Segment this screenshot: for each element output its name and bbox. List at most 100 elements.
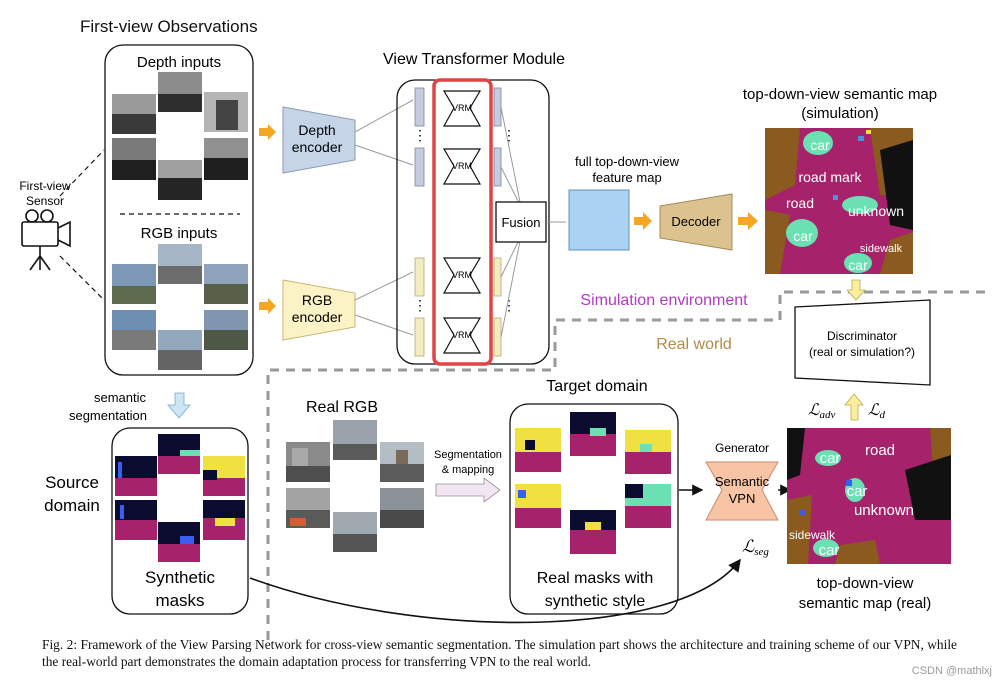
real-map-label-car-3: car — [819, 542, 840, 559]
seg-mapping-label-2: & mapping — [442, 464, 495, 476]
first-view-title: First-view Observations — [80, 17, 258, 36]
arrow-decoder-to-map — [738, 212, 758, 230]
target-domain-panel — [509, 403, 679, 615]
sensor-label-line2: Sensor — [26, 194, 64, 208]
source-domain-label-2: domain — [44, 496, 100, 515]
decoder — [659, 193, 733, 251]
sim-map-label-sidewalk: sidewalk — [860, 243, 903, 255]
depth-encoder-line1: Depth — [298, 122, 335, 138]
semantic-seg-label-2: segmentation — [69, 408, 147, 423]
vrm-label-4: VRM — [452, 330, 472, 340]
discriminator — [794, 299, 931, 386]
synthetic-mask-images — [115, 434, 245, 562]
real-masks-line1: Real masks with — [537, 570, 653, 587]
arrow-feature-to-decoder — [634, 212, 652, 230]
arrow-rgb-to-encoder — [259, 298, 276, 314]
generator-label: Generator — [715, 441, 769, 455]
sim-map-label-car-3: car — [848, 257, 868, 273]
vtm-input-features-rgb — [414, 257, 425, 357]
real-mask-images — [515, 412, 671, 554]
synthetic-masks-line2: masks — [155, 591, 204, 610]
real-map-title-2: semantic map (real) — [799, 595, 932, 612]
sensor-ray-bottom — [59, 255, 105, 301]
feature-map — [568, 189, 630, 251]
sim-map-label-road-mark: road mark — [798, 169, 862, 185]
sim-env-label: Simulation environment — [580, 292, 748, 309]
semantic-vpn — [705, 461, 779, 521]
semantic-vpn-line1: Semantic — [715, 474, 770, 489]
sim-map-title-1: top-down-view semantic map — [743, 86, 937, 103]
rgb-inputs-label: RGB inputs — [141, 225, 218, 242]
depth-images — [112, 72, 248, 200]
sim-map-label-car-2: car — [793, 228, 813, 244]
rgb-encoder-line2: encoder — [292, 309, 343, 325]
sim-map-label-road: road — [786, 195, 814, 211]
loss-seg: ℒseg — [742, 537, 769, 558]
depth-encoder-line2: encoder — [292, 139, 343, 155]
real-semantic-map — [787, 428, 951, 564]
synthetic-to-generator-arrow — [249, 558, 741, 624]
real-world-label: Real world — [656, 336, 732, 353]
sim-semantic-map — [765, 128, 913, 274]
camera-icon — [21, 209, 71, 271]
discriminator-line1: Discriminator — [827, 329, 897, 343]
watermark: CSDN @mathlxj — [911, 665, 992, 677]
loss-adv: ℒadv — [808, 402, 836, 421]
feature-map-label-2: feature map — [592, 170, 661, 185]
rgb-images — [112, 244, 248, 370]
figure-caption: Fig. 2: Framework of the View Parsing Ne… — [42, 637, 957, 669]
sim-map-label-unknown: unknown — [848, 203, 904, 219]
source-domain-panel — [111, 427, 249, 615]
synthetic-masks-line1: Synthetic — [145, 568, 215, 587]
semantic-vpn-line2: VPN — [729, 491, 756, 506]
arrow-depth-to-encoder — [259, 124, 276, 140]
arrow-semantic-seg — [167, 392, 191, 419]
vrm-label-1: VRM — [452, 103, 472, 113]
sensor-ray-top — [59, 149, 105, 197]
real-map-label-sidewalk: sidewalk — [789, 528, 836, 542]
real-map-label-car-1: car — [820, 450, 841, 467]
first-view-panel — [104, 44, 254, 376]
real-rgb-label: Real RGB — [306, 399, 378, 416]
semantic-seg-label-1: semantic — [94, 390, 147, 405]
fusion-label: Fusion — [501, 215, 540, 230]
real-map-label-unknown: unknown — [854, 502, 914, 519]
vtm-input-features — [414, 87, 425, 187]
rgb-encoder-line1: RGB — [302, 292, 332, 308]
vtm-title: View Transformer Module — [383, 51, 565, 68]
vtm-out-dots-top: ⋮ — [502, 127, 516, 143]
vrm-label-3: VRM — [452, 270, 472, 280]
vtm-dots-bottom: ⋮ — [413, 297, 427, 313]
rgb-encoder — [282, 279, 356, 341]
sim-map-title-2: (simulation) — [801, 105, 879, 122]
sensor-label-line1: First-view — [19, 179, 71, 193]
real-map-label-road: road — [865, 442, 895, 459]
source-domain-label-1: Source — [45, 473, 99, 492]
depth-encoder — [282, 106, 356, 174]
vrm-blocks — [442, 90, 482, 354]
vrm-highlight — [432, 78, 493, 366]
vtm-output-features-rgb — [493, 257, 502, 357]
encoder-connectors — [354, 99, 414, 336]
fusion-box — [495, 201, 547, 243]
real-map-label-car-2: car — [847, 483, 868, 500]
vrm-label-2: VRM — [452, 161, 472, 171]
real-rgb-images — [286, 420, 424, 552]
real-masks-line2: synthetic style — [545, 593, 646, 610]
target-domain-label: Target domain — [546, 378, 647, 395]
depth-inputs-label: Depth inputs — [137, 54, 221, 71]
discriminator-line2: (real or simulation?) — [809, 345, 915, 359]
vtm-output-features — [493, 87, 502, 187]
loss-d: ℒd — [868, 402, 886, 421]
vtm-out-dots-bottom: ⋮ — [502, 297, 516, 313]
sim-map-label-car-1: car — [810, 137, 830, 153]
arrow-real-to-discriminator — [844, 393, 864, 421]
arrow-seg-mapping — [435, 477, 501, 503]
seg-mapping-label-1: Segmentation — [434, 449, 502, 461]
decoder-label: Decoder — [671, 214, 721, 229]
real-map-title-1: top-down-view — [817, 575, 914, 592]
fusion-connectors — [500, 106, 521, 338]
arrow-sim-to-discriminator — [846, 279, 866, 301]
feature-map-label-1: full top-down-view — [575, 154, 680, 169]
